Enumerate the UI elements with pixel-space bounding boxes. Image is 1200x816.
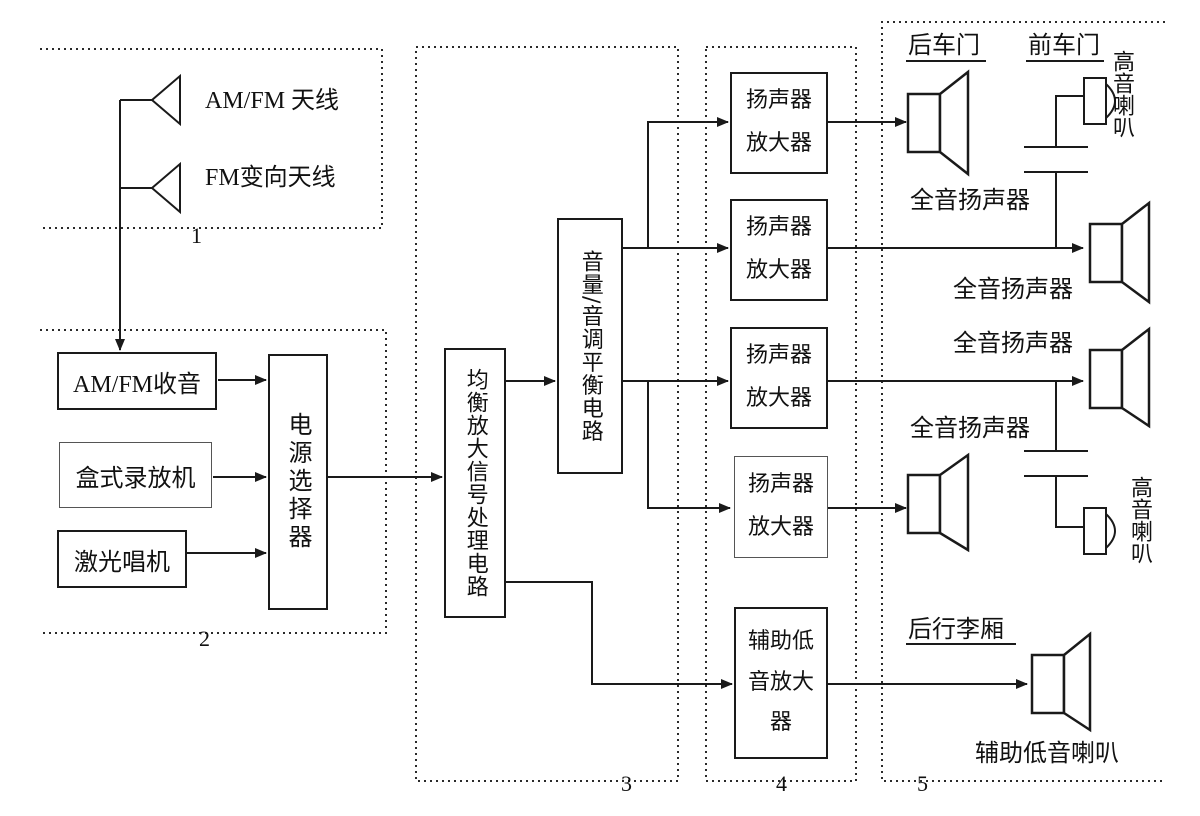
subwoofer-amp-box: 辅助低 音放大 器	[734, 607, 828, 759]
speaker-full-range-3-icon	[1088, 326, 1151, 429]
tweeter-bottom-label: 高音喇叭	[1126, 476, 1152, 564]
tweeter-top-icon	[1083, 77, 1116, 125]
eq-processor-box: 均衡放大信号处理电路	[444, 348, 506, 618]
section-borders	[40, 21, 1165, 782]
section-number-4: 4	[776, 771, 787, 796]
volume-tone-label: 音量/音调平衡电路	[577, 249, 603, 443]
speaker-amp-3-label: 扬声器 放大器	[745, 343, 812, 411]
eq-processor-label: 均衡放大信号处理电路	[462, 368, 488, 598]
full-range-2-label: 全音扬声器	[953, 275, 1073, 303]
fm-antenna-icon	[150, 161, 181, 215]
speaker-amp-1-box: 扬声器 放大器	[730, 72, 828, 174]
volume-tone-box: 音量/音调平衡电路	[557, 218, 623, 474]
amfm-antenna-label: AM/FM 天线	[205, 88, 340, 114]
tweeter-bottom-icon	[1083, 507, 1116, 555]
subwoofer-speaker-icon	[1030, 631, 1092, 733]
cassette-player-box: 盒式录放机	[59, 442, 212, 508]
speaker-full-range-4-icon	[906, 452, 970, 553]
capacitor-bottom	[1024, 381, 1088, 528]
section-number-5: 5	[917, 771, 928, 796]
speaker-amp-1-label: 扬声器 放大器	[745, 88, 812, 156]
speaker-amp-4-box: 扬声器 放大器	[734, 456, 828, 558]
capacitor-top	[1024, 95, 1088, 248]
rear-door-label: 后车门	[908, 31, 980, 59]
front-door-label: 前车门	[1028, 31, 1100, 59]
speaker-full-range-2-icon	[1088, 200, 1151, 305]
fm-diversity-antenna-label: FM变向天线	[205, 165, 336, 191]
section-number-3: 3	[621, 771, 632, 796]
cd-player-box: 激光唱机	[57, 530, 187, 588]
full-range-3-label: 全音扬声器	[953, 329, 1073, 357]
section-5-border	[881, 21, 1165, 782]
speaker-amp-2-box: 扬声器 放大器	[730, 199, 828, 301]
section-number-2: 2	[199, 626, 210, 651]
speaker-amp-3-box: 扬声器 放大器	[730, 327, 828, 429]
tweeter-top-label: 高音喇叭	[1108, 50, 1134, 138]
source-selector-label: 电源选择器	[284, 412, 312, 552]
section-1-border	[40, 48, 383, 229]
speaker-amp-4-label: 扬声器 放大器	[747, 472, 814, 540]
section-4-border	[705, 46, 857, 782]
subwoofer-speaker-label: 辅助低音喇叭	[975, 739, 1119, 767]
full-range-1-label: 全音扬声器	[910, 186, 1030, 214]
rear-trunk-label: 后行李厢	[908, 615, 1004, 643]
antenna-symbols	[115, 73, 181, 351]
amfm-radio-box: AM/FM收音	[57, 352, 217, 410]
speaker-rear-door-icon	[906, 69, 970, 177]
subwoofer-amp-label: 辅助低 音放大 器	[747, 628, 814, 736]
section-2-border	[40, 329, 387, 634]
amfm-antenna-icon	[150, 73, 181, 127]
source-selector-box: 电源选择器	[268, 354, 328, 610]
speaker-amp-2-label: 扬声器 放大器	[745, 215, 812, 283]
section-number-1: 1	[191, 223, 202, 248]
full-range-4-label: 全音扬声器	[910, 414, 1030, 442]
